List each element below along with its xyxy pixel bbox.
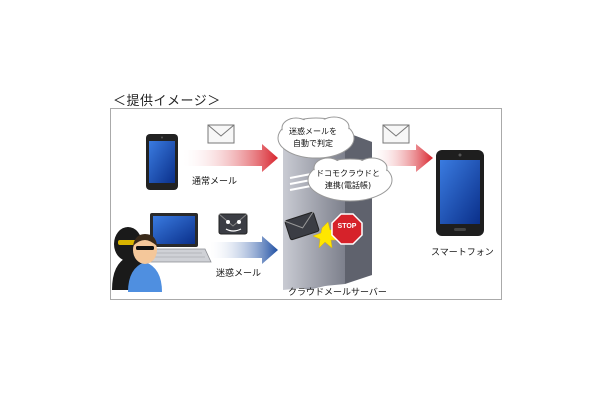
server-label: クラウドメールサーバー [288,288,387,298]
stop-sign-icon [331,213,363,245]
smartphone-icon [436,150,484,236]
caption: ＜提供イメージ＞ [113,94,221,109]
blocked-envelope-icon [284,211,320,241]
docomo-cloud-text: ドコモクラウドと 連携(電話帳) [316,168,380,192]
stop-label: STOP [337,223,357,230]
phone-icon [146,134,178,190]
spam-mail-label: 迷惑メール [216,269,262,279]
auto-judge-text: 迷惑メールを 自動で判定 [289,126,337,150]
spam-mail-arrow [210,236,278,264]
auto-judge-bubble [277,116,355,159]
normal-mail-arrow-1 [183,144,278,172]
envelope-icon [207,124,235,144]
docomo-line-1: ドコモクラウドと [316,169,380,178]
docomo-cloud-bubble [307,157,393,202]
docomo-line-2: 連携(電話帳) [324,181,372,190]
smartphone-label: スマートフォン [431,248,494,258]
auto-judge-line-1: 迷惑メールを [289,127,337,136]
normal-mail-arrow-2 [372,144,433,172]
spammer-icon [112,227,162,292]
auto-judge-line-2: 自動で判定 [293,139,333,148]
spam-envelope-icon [218,213,248,235]
envelope-icon [382,124,410,144]
laptop-icon [136,213,212,263]
normal-mail-label: 通常メール [192,177,238,187]
